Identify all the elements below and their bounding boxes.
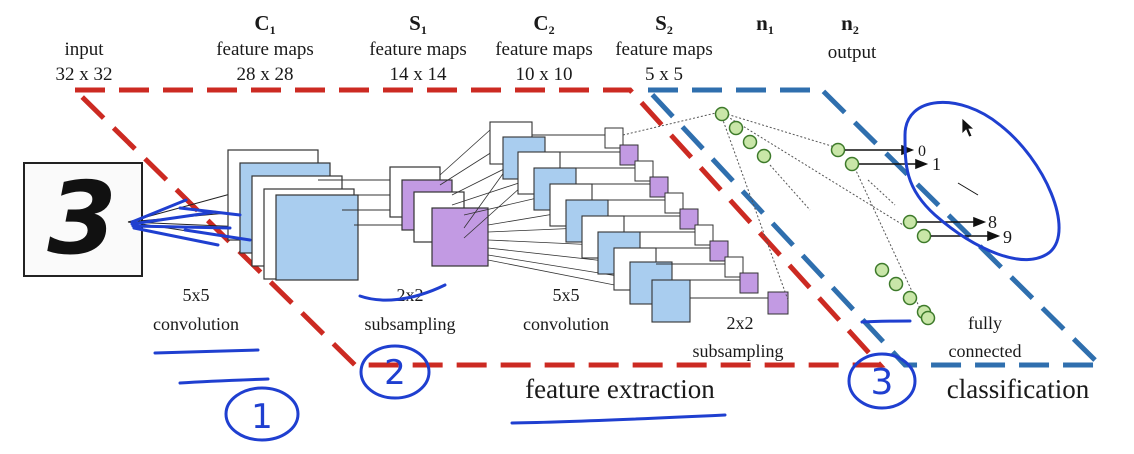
header-s2-index: 2 (667, 23, 673, 37)
ink-circle-2 (359, 344, 431, 400)
input-digit: 3 (47, 160, 117, 277)
classification-region (642, 87, 1107, 368)
header-input: input 32 x 32 (56, 39, 113, 85)
header-s2: S2 feature maps 5 x 5 (615, 11, 713, 85)
section-feature-extraction: feature extraction (525, 374, 715, 404)
output-label-8: 8 (988, 212, 997, 232)
op-conv1: 5x5 convolution (153, 285, 239, 334)
ink-numerals: 1 2 3 (251, 353, 893, 437)
mouse-cursor-icon (961, 117, 976, 138)
s2-n1-connections (622, 111, 924, 316)
feature-extraction-region (68, 87, 886, 368)
ink-fc-mark (860, 319, 912, 324)
n2-neurons (830, 142, 932, 244)
op-sub2-size: 2x2 (727, 313, 754, 333)
header-s1: S1 feature maps 14 x 14 (369, 11, 467, 85)
header-n2-label: output (828, 42, 877, 63)
ink-feature-underline (510, 413, 727, 425)
header-s1-name: S (409, 11, 421, 35)
header-n2-index: 2 (853, 23, 859, 37)
c1-feature-maps (227, 149, 359, 281)
header-c2-label: feature maps (495, 39, 593, 60)
svg-text:C2: C2 (533, 11, 554, 37)
svg-text:n1: n1 (756, 11, 774, 37)
header-input-size: 32 x 32 (56, 64, 113, 85)
n1-neurons (714, 106, 936, 326)
header-c2-name: C (533, 11, 548, 35)
ink-conv1-underline (153, 348, 260, 355)
header-n1: n1 (756, 11, 774, 37)
op-conv2: 5x5 convolution (523, 285, 609, 334)
header-c1-size: 28 x 28 (237, 64, 294, 85)
header-c2-index: 2 (549, 23, 555, 37)
ink-sub1-underline (358, 283, 447, 302)
section-classification: classification (947, 374, 1090, 404)
header-n2: n2 output (828, 11, 877, 63)
ink-numeral-3: 3 (871, 362, 894, 403)
s1-feature-maps (389, 166, 489, 267)
svg-text:C1: C1 (254, 11, 275, 37)
c2-s2-connections (532, 134, 768, 299)
op-conv1-label: convolution (153, 314, 239, 334)
op-fc-line1: fully (968, 313, 1002, 333)
header-c1-name: C (254, 11, 269, 35)
svg-text:S1: S1 (409, 11, 427, 37)
op-conv2-size: 5x5 (553, 285, 580, 305)
header-c2: C2 feature maps 10 x 10 (495, 11, 593, 85)
header-s2-label: feature maps (615, 39, 713, 60)
ink-circle-3 (847, 352, 917, 410)
header-s2-size: 5 x 5 (645, 64, 683, 85)
ink-digit-strokes (130, 198, 252, 247)
header-input-label: input (64, 39, 104, 60)
header-n1-name: n (756, 11, 768, 35)
op-sub1-label: subsampling (364, 314, 455, 334)
header-c1-label: feature maps (216, 39, 314, 60)
header-n1-index: 1 (768, 23, 774, 37)
output-label-9: 9 (1003, 227, 1012, 247)
header-s2-name: S (655, 11, 667, 35)
op-sub1: 2x2 subsampling (364, 285, 455, 334)
output-label-0: 0 (918, 143, 926, 160)
header-c1: C1 feature maps 28 x 28 (216, 11, 314, 85)
op-conv2-label: convolution (523, 314, 609, 334)
input-image: 3 (23, 160, 143, 277)
ink-conv1-double-underline (178, 377, 270, 385)
op-sub2-label: subsampling (692, 341, 783, 361)
header-s1-index: 1 (421, 23, 427, 37)
header-c1-index: 1 (270, 23, 276, 37)
op-fully-connected: fully connected (949, 313, 1022, 361)
c2-feature-maps (489, 121, 691, 323)
svg-text:n2: n2 (841, 11, 859, 37)
ink-numeral-1: 1 (251, 397, 273, 437)
s2-feature-maps (604, 127, 789, 315)
op-fc-line2: connected (949, 341, 1022, 361)
header-n2-name: n (841, 11, 853, 35)
output-label-1: 1 (932, 154, 941, 174)
ink-circle-1 (224, 386, 300, 442)
ink-output-loop (903, 100, 1061, 262)
header-s1-label: feature maps (369, 39, 467, 60)
op-sub2: 2x2 subsampling (692, 313, 783, 361)
op-conv1-size: 5x5 (183, 285, 210, 305)
header-s1-size: 14 x 14 (390, 64, 448, 85)
handwritten-annotations (130, 100, 1061, 442)
svg-text:S2: S2 (655, 11, 673, 37)
header-c2-size: 10 x 10 (516, 64, 573, 85)
output-arrows (845, 144, 1001, 242)
ink-numeral-2: 2 (384, 353, 406, 393)
